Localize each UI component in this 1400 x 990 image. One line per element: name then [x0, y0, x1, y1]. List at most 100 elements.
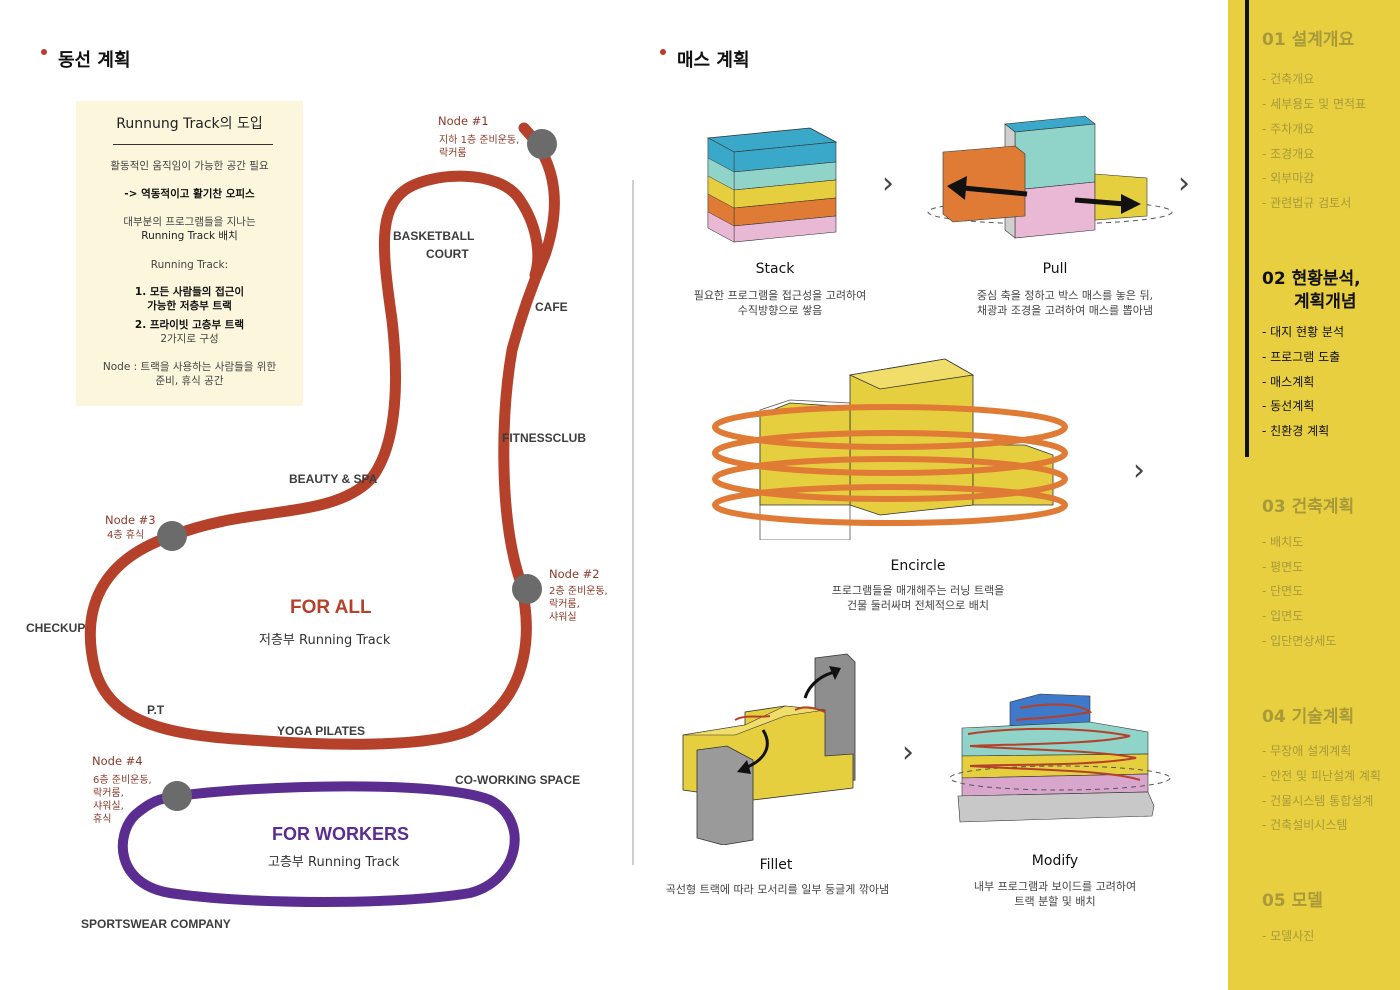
intro-box: Runnung Track의 도입 활동적인 움직임이 가능한 공간 필요 ->…	[76, 101, 303, 406]
sidebar-section-2[interactable]: 02 현황분석,	[1262, 269, 1361, 289]
label-yoga: YOGA PILATES	[277, 724, 366, 738]
node-4-desc: 휴식	[93, 814, 112, 825]
encircle-desc: 건물 둘러싸며 전체적으로 배치	[846, 599, 990, 612]
node-1-marker	[527, 129, 557, 159]
sidebar-item[interactable]: - 관련법규 검토서	[1262, 196, 1352, 210]
section-bullet	[660, 49, 666, 55]
sidebar-active-indicator	[1245, 0, 1249, 457]
fillet-diagram	[682, 653, 856, 845]
sidebar-item[interactable]: - 단면도	[1262, 584, 1304, 598]
encircle-diagram	[712, 358, 1068, 540]
label-pt: P.T	[147, 703, 165, 717]
node-3-desc: 4층 휴식	[107, 530, 145, 541]
node-3-title: Node #3	[105, 513, 156, 527]
node-2-desc: 샤워실	[549, 612, 577, 623]
intro-title: Runnung Track의 도입	[116, 116, 263, 132]
node-3-marker	[157, 521, 187, 551]
stack-desc: 필요한 프로그램을 접근성을 고려하여	[693, 289, 867, 302]
sidebar-item[interactable]: - 무장애 설계계획	[1262, 744, 1352, 758]
node-1-desc: 지하 1층 준비운동,	[439, 135, 520, 146]
sidebar-item[interactable]: - 대지 현황 분석	[1262, 325, 1345, 339]
track-for-workers	[117, 781, 520, 907]
modify-desc: 트랙 분할 및 배치	[1014, 895, 1096, 908]
intro-line: 2. 프라이빗 고층부 트랙	[134, 319, 245, 331]
pull-title: Pull	[1042, 261, 1068, 277]
pull-diagram	[927, 115, 1173, 239]
sidebar-item[interactable]: - 안전 및 피난설계 계획	[1262, 769, 1381, 783]
sidebar-section-4[interactable]: 04 기술계획	[1262, 707, 1355, 727]
sidebar-item[interactable]: - 세부용도 및 면적표	[1262, 97, 1367, 111]
sidebar-item[interactable]: - 동선계획	[1262, 399, 1315, 413]
modify-title: Modify	[1031, 853, 1079, 869]
intro-line: 준비, 휴식 공간	[155, 375, 224, 387]
sidebar-section-1[interactable]: 01 설계개요	[1262, 30, 1355, 50]
sidebar-item[interactable]: - 주차개요	[1262, 122, 1315, 136]
sidebar-item[interactable]: - 건축개요	[1262, 72, 1315, 86]
label-sportswear: SPORTSWEAR COMPANY	[81, 917, 231, 931]
intro-line: -> 역동적이고 활기찬 오피스	[124, 188, 255, 200]
node-1-title: Node #1	[438, 114, 489, 128]
intro-rule	[113, 144, 273, 145]
node-2-desc: 2층 준비운동,	[549, 586, 608, 597]
label-basketball: BASKETBALL	[393, 229, 475, 243]
sidebar-section-2-line2: 계획개념	[1294, 292, 1357, 312]
node-2-desc: 락커룸,	[549, 599, 580, 610]
track-for-all	[84, 122, 560, 750]
intro-line: 가능한 저층부 트랙	[147, 300, 232, 312]
sidebar-section-3[interactable]: 03 건축계획	[1262, 497, 1355, 517]
node-4-desc: 샤워실,	[93, 801, 124, 812]
intro-line: Node : 트랙을 사용하는 사람들을 위한	[102, 361, 277, 373]
section-title-circulation: 동선 계획	[58, 50, 131, 71]
node-4-desc: 락커룸,	[93, 788, 124, 799]
sidebar-section-5[interactable]: 05 모델	[1262, 891, 1323, 911]
sidebar-item[interactable]: - 배치도	[1262, 535, 1304, 549]
sidebar-item[interactable]: - 건물시스템 통합설계	[1262, 794, 1374, 808]
for-workers-title: FOR WORKERS	[272, 824, 409, 844]
sidebar-item[interactable]: - 평면도	[1262, 560, 1304, 574]
sidebar-item[interactable]: - 모델사진	[1262, 929, 1315, 943]
node-2-title: Node #2	[549, 567, 600, 581]
encircle-desc: 프로그램들을 매개해주는 러닝 트랙을	[831, 584, 1005, 597]
sidebar-item[interactable]: - 입면도	[1262, 609, 1304, 623]
pull-desc: 중심 축을 정하고 박스 매스를 놓은 뒤,	[976, 289, 1154, 302]
stack-desc: 수직방향으로 쌓음	[737, 304, 823, 317]
modify-desc: 내부 프로그램과 보이드를 고려하여	[973, 880, 1137, 893]
node-4-title: Node #4	[92, 754, 143, 768]
sidebar-item[interactable]: - 매스계획	[1262, 375, 1315, 389]
intro-line: Running Track:	[150, 259, 229, 271]
node-4-desc: 6층 준비운동,	[93, 775, 152, 786]
label-cafe: CAFE	[535, 300, 568, 314]
sidebar-item[interactable]: - 조경개요	[1262, 147, 1315, 161]
for-workers-sub: 고층부 Running Track	[268, 855, 400, 870]
label-fitness: FITNESSCLUB	[502, 431, 586, 445]
sidebar-item[interactable]: - 프로그램 도출	[1262, 350, 1341, 364]
for-all-sub: 저층부 Running Track	[259, 633, 391, 648]
node-4-marker	[162, 781, 192, 811]
section-bullet	[41, 49, 47, 55]
label-beauty: BEAUTY & SPA	[289, 472, 378, 486]
sidebar-item[interactable]: - 친환경 계획	[1262, 424, 1330, 438]
intro-line: 대부분의 프로그램들을 지나는	[123, 216, 256, 228]
stack-diagram	[706, 127, 838, 243]
intro-line: Running Track 배치	[141, 230, 238, 242]
sidebar-item[interactable]: - 외부마감	[1262, 171, 1315, 185]
label-checkup: CHECKUP	[26, 621, 86, 635]
intro-line: 1. 모든 사람들의 접근이	[134, 286, 245, 298]
sidebar	[1228, 0, 1400, 990]
next-arrow-icon: ›	[1178, 166, 1190, 201]
next-arrow-icon: ›	[882, 166, 894, 201]
next-arrow-icon: ›	[902, 735, 914, 770]
intro-line: 2가지로 구성	[160, 333, 219, 345]
sidebar-item[interactable]: - 입단면상세도	[1262, 634, 1337, 648]
node-1-desc: 락커룸	[439, 148, 467, 159]
next-arrow-icon: ›	[1133, 453, 1145, 488]
label-coworking: CO-WORKING SPACE	[455, 773, 581, 787]
track-diagram	[84, 122, 560, 907]
fillet-desc: 곡선형 트랙에 따라 모서리를 일부 둥글게 깎아냄	[665, 883, 890, 896]
for-all-title: FOR ALL	[290, 597, 372, 618]
pull-desc: 채광과 조경을 고려하여 매스를 뽑아냄	[977, 304, 1153, 317]
label-court: COURT	[426, 247, 469, 261]
sidebar-item[interactable]: - 건축설비시스템	[1262, 818, 1348, 832]
section-title-mass: 매스 계획	[677, 50, 750, 71]
node-2-marker	[512, 574, 542, 604]
